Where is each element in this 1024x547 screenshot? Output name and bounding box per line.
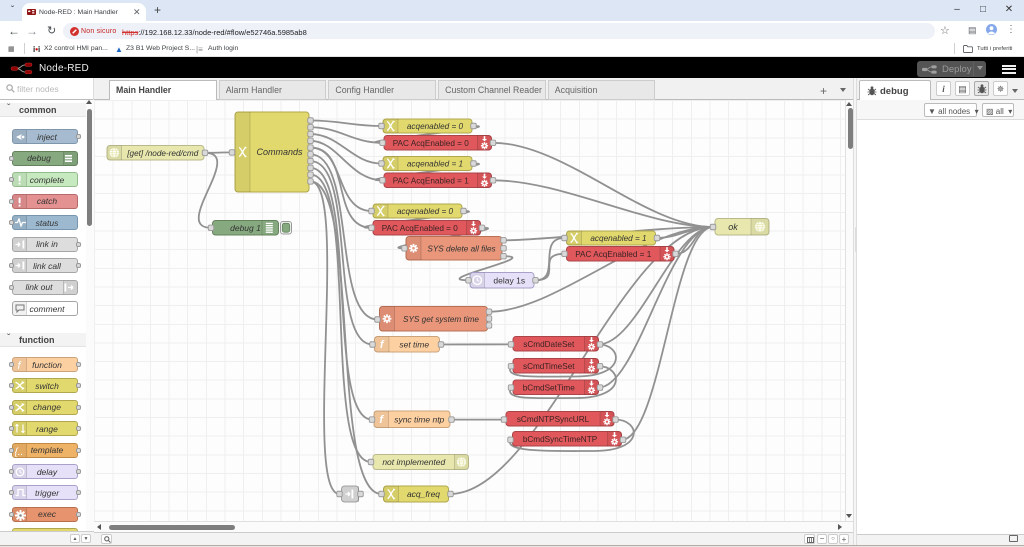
svg-text:acqenabled = 1: acqenabled = 1 — [590, 234, 646, 243]
svg-text:[get] /node-red/cmd: [get] /node-red/cmd — [126, 149, 198, 158]
svg-text:{..: {.. — [15, 447, 23, 457]
svg-text:SYS get system time: SYS get system time — [403, 315, 479, 324]
svg-text:f: f — [380, 339, 385, 351]
svg-text:set time: set time — [399, 339, 429, 349]
svg-text:PAC AcqEnabled = 0: PAC AcqEnabled = 0 — [393, 139, 470, 148]
svg-text:sCmdTimeSet: sCmdTimeSet — [523, 362, 575, 371]
svg-text:not implemented: not implemented — [382, 457, 445, 467]
svg-text:PAC AcqEnabled = 1: PAC AcqEnabled = 1 — [393, 176, 470, 185]
svg-text:delay 1s: delay 1s — [493, 275, 525, 285]
svg-text:debug 1: debug 1 — [230, 223, 261, 233]
svg-text:sync time ntp: sync time ntp — [394, 414, 444, 424]
svg-text:acqenabled = 1: acqenabled = 1 — [407, 160, 463, 169]
svg-text:sCmdNTPSyncURL: sCmdNTPSyncURL — [517, 415, 590, 424]
svg-text:acqenabled = 0: acqenabled = 0 — [397, 207, 454, 216]
svg-text:bCmdSetTime: bCmdSetTime — [523, 383, 575, 392]
svg-text:f: f — [379, 414, 384, 426]
svg-text:Commands: Commands — [256, 147, 303, 157]
svg-text:acq_freq: acq_freq — [407, 489, 440, 499]
svg-text:bCmdSyncTimeNTP: bCmdSyncTimeNTP — [523, 435, 598, 444]
svg-text:PAC AcqEnabled = 1: PAC AcqEnabled = 1 — [575, 250, 652, 259]
svg-text:ok: ok — [728, 222, 738, 232]
svg-text:SYS delete all files: SYS delete all files — [427, 244, 495, 253]
svg-text:PAC AcqEnabled = 0: PAC AcqEnabled = 0 — [382, 224, 459, 233]
svg-text:f: f — [17, 360, 21, 371]
svg-text:acqenabled = 0: acqenabled = 0 — [407, 122, 464, 131]
svg-text:sCmdDateSet: sCmdDateSet — [523, 340, 575, 349]
